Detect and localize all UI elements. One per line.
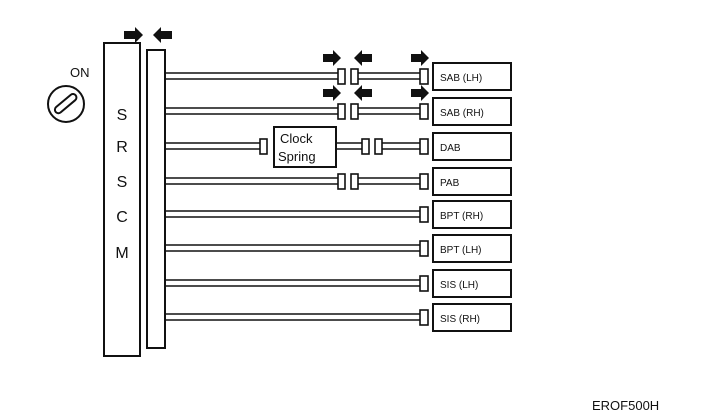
module-letter: M [115, 245, 128, 262]
end-connector [419, 309, 429, 326]
component-box [432, 303, 512, 332]
clock-spring-label-line2: Spring [278, 149, 316, 164]
end-connector [419, 138, 429, 155]
component-label: SAB (LH) [440, 73, 482, 84]
ignition-key-blade [53, 93, 78, 115]
main-connector-arrows [124, 27, 172, 43]
ignition-switch: ON [47, 65, 90, 123]
component-sab-lh: SAB (LH) [432, 62, 512, 91]
component-sab-rh: SAB (RH) [432, 97, 512, 126]
end-connector [419, 240, 429, 257]
component-box [432, 97, 512, 126]
component-sis-lh: SIS (LH) [432, 269, 512, 298]
inline-connector [337, 68, 346, 85]
component-box [432, 200, 512, 229]
component-label: BPT (LH) [440, 245, 482, 256]
end-connector [419, 206, 429, 223]
arrow-right-icon [411, 85, 429, 101]
component-box [432, 234, 512, 263]
inline-connector [350, 68, 359, 85]
component-dab: DAB [432, 132, 512, 161]
ignition-on-label: ON [70, 65, 90, 80]
end-connector [419, 275, 429, 292]
figure-code: EROF500H [592, 398, 659, 413]
module-letter: S [117, 107, 128, 124]
connector-arrows [323, 50, 429, 101]
component-bpt-lh: BPT (LH) [432, 234, 512, 263]
component-sis-rh: SIS (RH) [432, 303, 512, 332]
inline-connector [374, 138, 383, 155]
arrow-right-icon [323, 85, 341, 101]
end-connector [419, 173, 429, 190]
inline-connector [337, 103, 346, 120]
arrow-right-icon [323, 50, 341, 66]
srscm-module: S R S C M [103, 42, 141, 357]
component-boxes: SAB (LH) SAB (RH) DAB PAB BPT (RH) BPT (… [432, 62, 512, 332]
inline-connector [361, 138, 370, 155]
component-box [432, 132, 512, 161]
module-letter: S [117, 174, 128, 191]
inline-connector [350, 103, 359, 120]
component-label: DAB [440, 143, 461, 154]
end-connectors [419, 68, 429, 326]
arrow-right-icon [124, 27, 143, 43]
srscm-module-body [103, 42, 141, 357]
component-bpt-rh: BPT (RH) [432, 200, 512, 229]
inline-connector [350, 173, 359, 190]
module-letter: R [116, 139, 128, 156]
component-box [432, 167, 512, 196]
end-connector [419, 68, 429, 85]
clock-spring-box [273, 126, 337, 168]
arrow-left-icon [153, 27, 172, 43]
component-box [432, 62, 512, 91]
inline-connector [259, 138, 268, 155]
arrow-left-icon [354, 85, 372, 101]
harness-lines [165, 72, 420, 321]
component-label: SIS (RH) [440, 314, 480, 325]
component-pab: PAB [432, 167, 512, 196]
end-connector [419, 103, 429, 120]
arrow-left-icon [354, 50, 372, 66]
module-letter: C [116, 209, 128, 226]
inline-connector [337, 173, 346, 190]
inline-connectors [259, 68, 383, 190]
component-label: SIS (LH) [440, 280, 478, 291]
arrow-right-icon [411, 50, 429, 66]
clock-spring: Clock Spring [273, 126, 337, 168]
component-box [432, 269, 512, 298]
component-label: SAB (RH) [440, 108, 484, 119]
main-connector [146, 49, 166, 349]
clock-spring-label-line1: Clock [280, 131, 313, 146]
component-label: PAB [440, 178, 460, 189]
component-label: BPT (RH) [440, 211, 483, 222]
